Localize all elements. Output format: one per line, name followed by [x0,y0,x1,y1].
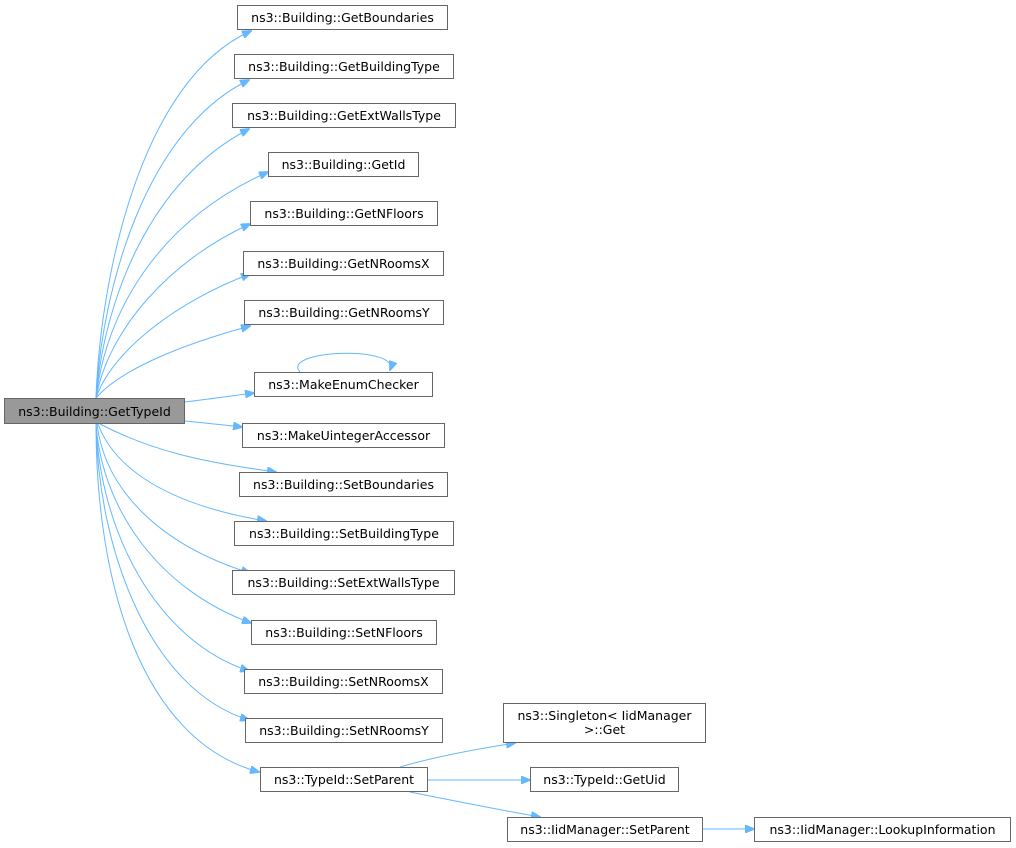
node-building-getnroomsy[interactable]: ns3::Building::GetNRoomsY [244,300,444,325]
node-typeid-getuid[interactable]: ns3::TypeId::GetUid [530,767,679,792]
node-singleton-iidmanager-get[interactable]: ns3::Singleton< IidManager >::Get [503,703,706,743]
edge-n_typeid_setparent-to-n_iidmanager_setparent [409,791,540,817]
node-building-getid[interactable]: ns3::Building::GetId [268,152,419,177]
node-makeuintegeraccessor[interactable]: ns3::MakeUintegerAccessor [242,423,445,448]
edge-root-to-n_getnroomsy [95,326,250,399]
edge-root-to-n_getextwallstype [95,129,249,399]
node-iidmanager-lookupinformation[interactable]: ns3::IidManager::LookupInformation [754,817,1011,842]
node-building-setboundaries[interactable]: ns3::Building::SetBoundaries [239,472,448,497]
node-building-setbuildingtype[interactable]: ns3::Building::SetBuildingType [234,521,454,546]
edge-root-to-n_setnroomsx [95,423,249,671]
node-building-setnroomsy[interactable]: ns3::Building::SetNRoomsY [245,718,443,743]
node-building-getbuildingtype[interactable]: ns3::Building::GetBuildingType [234,54,454,79]
edge-root-to-n_setbuildingtype [97,423,266,521]
node-building-getboundaries[interactable]: ns3::Building::GetBoundaries [237,5,448,30]
edge-root-to-n_setnroomsy [95,423,249,720]
root-node-building-gettypeid: ns3::Building::GetTypeId [4,398,185,424]
node-makeenumchecker[interactable]: ns3::MakeEnumChecker [254,372,433,397]
edge-root-to-n_typeid_setparent [95,423,259,772]
edge-root-to-n_makeenumchecker [184,393,254,403]
edge-root-to-n_getbuildingtype [95,80,249,399]
edge-root-to-n_setextwallstype [96,423,250,573]
node-building-setextwallstype[interactable]: ns3::Building::SetExtWallsType [232,570,455,595]
node-building-setnfloors[interactable]: ns3::Building::SetNFloors [251,620,437,645]
edge-root-to-n_getnroomsx [95,274,250,399]
edge-root-to-n_getid [95,172,268,399]
node-building-getnroomsx[interactable]: ns3::Building::GetNRoomsX [243,251,444,276]
edge-root-to-n_makeuintegeraccessor [184,420,242,427]
node-building-setnroomsx[interactable]: ns3::Building::SetNRoomsX [244,669,443,694]
node-typeid-setparent[interactable]: ns3::TypeId::SetParent [260,767,428,792]
node-iidmanager-setparent[interactable]: ns3::IidManager::SetParent [507,817,703,842]
edge-root-to-n_getnfloors [95,224,250,399]
edge-n_makeenumchecker-to-n_makeenumchecker [297,352,391,373]
edge-n_typeid_setparent-to-n_singleton_get [399,743,515,768]
node-building-getnfloors[interactable]: ns3::Building::GetNFloors [250,201,438,226]
edge-root-to-n_setboundaries [99,423,276,472]
edge-root-to-n_getboundaries [95,31,251,399]
node-building-getextwallstype[interactable]: ns3::Building::GetExtWallsType [232,103,456,128]
edge-root-to-n_setnfloors [95,423,251,623]
